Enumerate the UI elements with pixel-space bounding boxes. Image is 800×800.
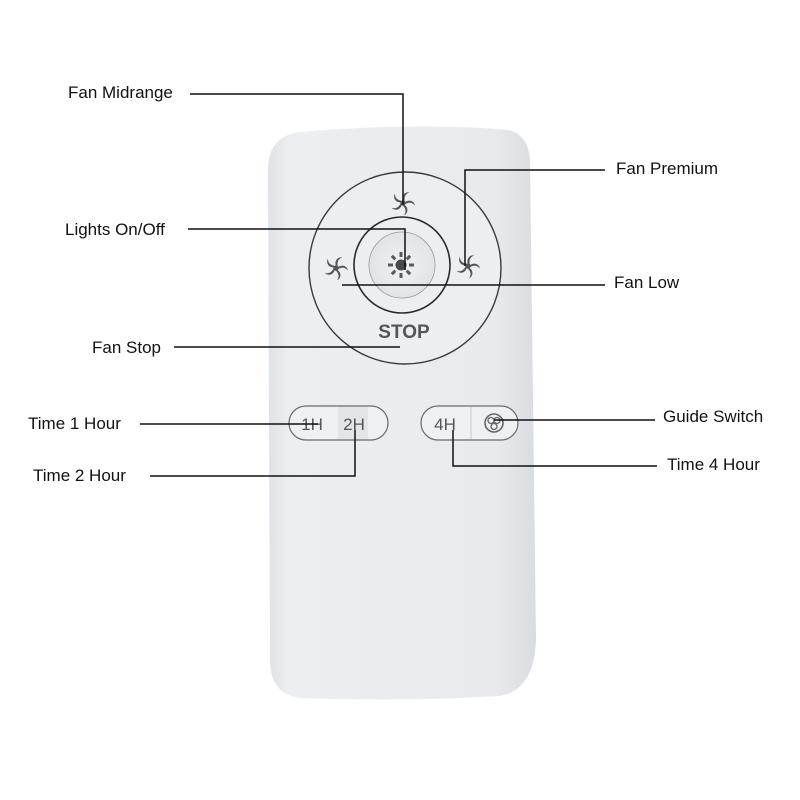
label-time-4-hour: Time 4 Hour xyxy=(667,455,760,474)
timer-pill-right: 4H xyxy=(420,405,519,441)
time-2h-button[interactable]: 2H xyxy=(343,415,365,434)
callout-line-lights xyxy=(188,228,406,270)
time-4h-button[interactable]: 4H xyxy=(434,415,456,434)
callout-lines xyxy=(140,93,657,477)
label-time-2-hour: Time 2 Hour xyxy=(33,466,126,485)
label-fan-premium: Fan Premium xyxy=(616,159,719,178)
sun-icon[interactable] xyxy=(388,252,414,278)
callout-line-time-4h xyxy=(452,430,657,467)
label-fan-low: Fan Low xyxy=(614,273,680,292)
callout-line-time-2h xyxy=(150,430,356,477)
label-guide-switch: Guide Switch xyxy=(663,407,764,426)
stop-button-label[interactable]: STOP xyxy=(378,322,430,343)
label-time-1-hour: Time 1 Hour xyxy=(28,414,121,433)
label-fan-midrange: Fan Midrange xyxy=(68,83,173,102)
label-fan-stop: Fan Stop xyxy=(92,338,161,357)
callout-line-fan-midrange xyxy=(190,93,404,205)
timer-pill-left: 1H 2H xyxy=(288,405,389,441)
callout-line-fan-premium xyxy=(464,169,605,266)
label-lights-on-off: Lights On/Off xyxy=(65,220,165,239)
